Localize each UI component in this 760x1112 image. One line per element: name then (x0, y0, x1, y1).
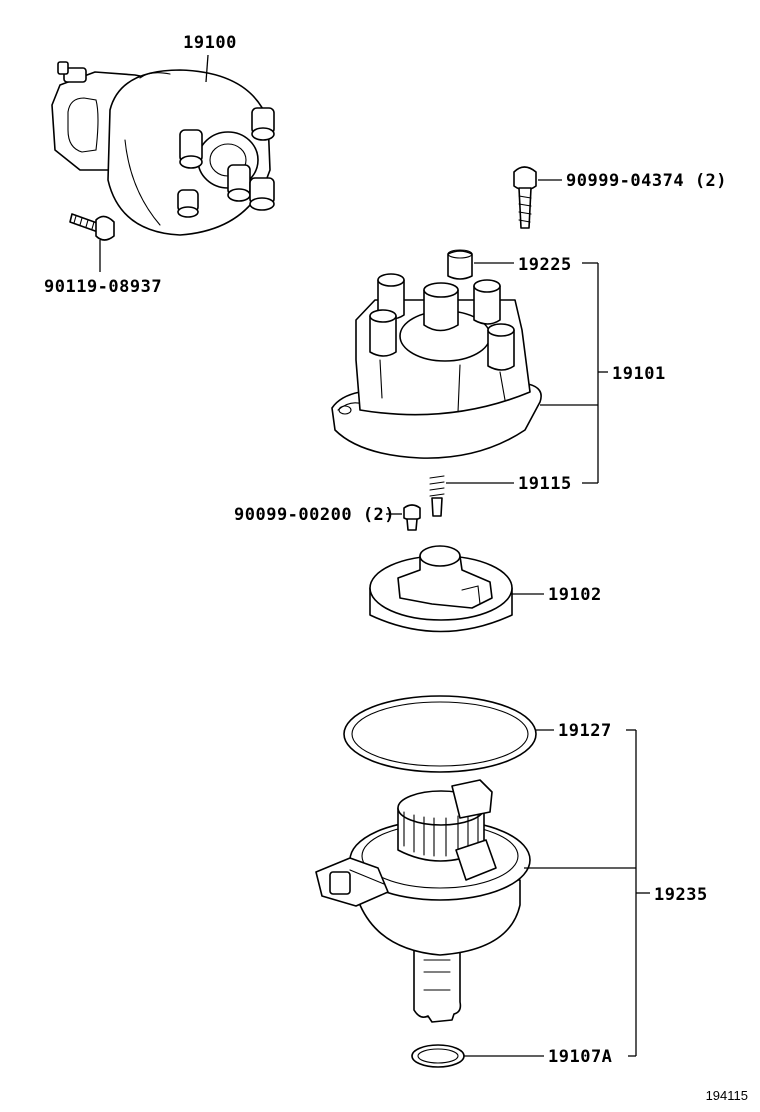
o-ring-outer (411, 1044, 465, 1068)
label-19100: 19100 (183, 33, 237, 53)
figure-code: 194115 (706, 1088, 748, 1103)
cap-insert-illustration (447, 249, 473, 280)
gasket-ring-outer (343, 695, 537, 773)
label-19101: 19101 (612, 364, 666, 384)
label-19115: 19115 (518, 474, 572, 494)
gasket-ring-inner (351, 701, 529, 767)
label-90099-00200: 90099-00200 (2) (234, 505, 395, 525)
cap-screw-illustration (513, 166, 537, 229)
rotor-screw-illustration (403, 504, 421, 531)
o-ring-inner (417, 1048, 459, 1064)
rotor-illustration (369, 545, 513, 633)
distributor-cap-illustration (331, 273, 542, 459)
label-19235: 19235 (654, 885, 708, 905)
label-19127: 19127 (558, 721, 612, 741)
label-19102: 19102 (548, 585, 602, 605)
distributor-housing-illustration (315, 779, 531, 1023)
bolt-illustration (69, 213, 115, 241)
label-19107A: 19107A (548, 1047, 612, 1067)
label-90119-08937: 90119-08937 (44, 277, 162, 297)
label-90999-04374: 90999-04374 (2) (566, 171, 727, 191)
label-19225: 19225 (518, 255, 572, 275)
distributor-assembly-illustration (51, 61, 275, 236)
spring-illustration (429, 475, 445, 517)
